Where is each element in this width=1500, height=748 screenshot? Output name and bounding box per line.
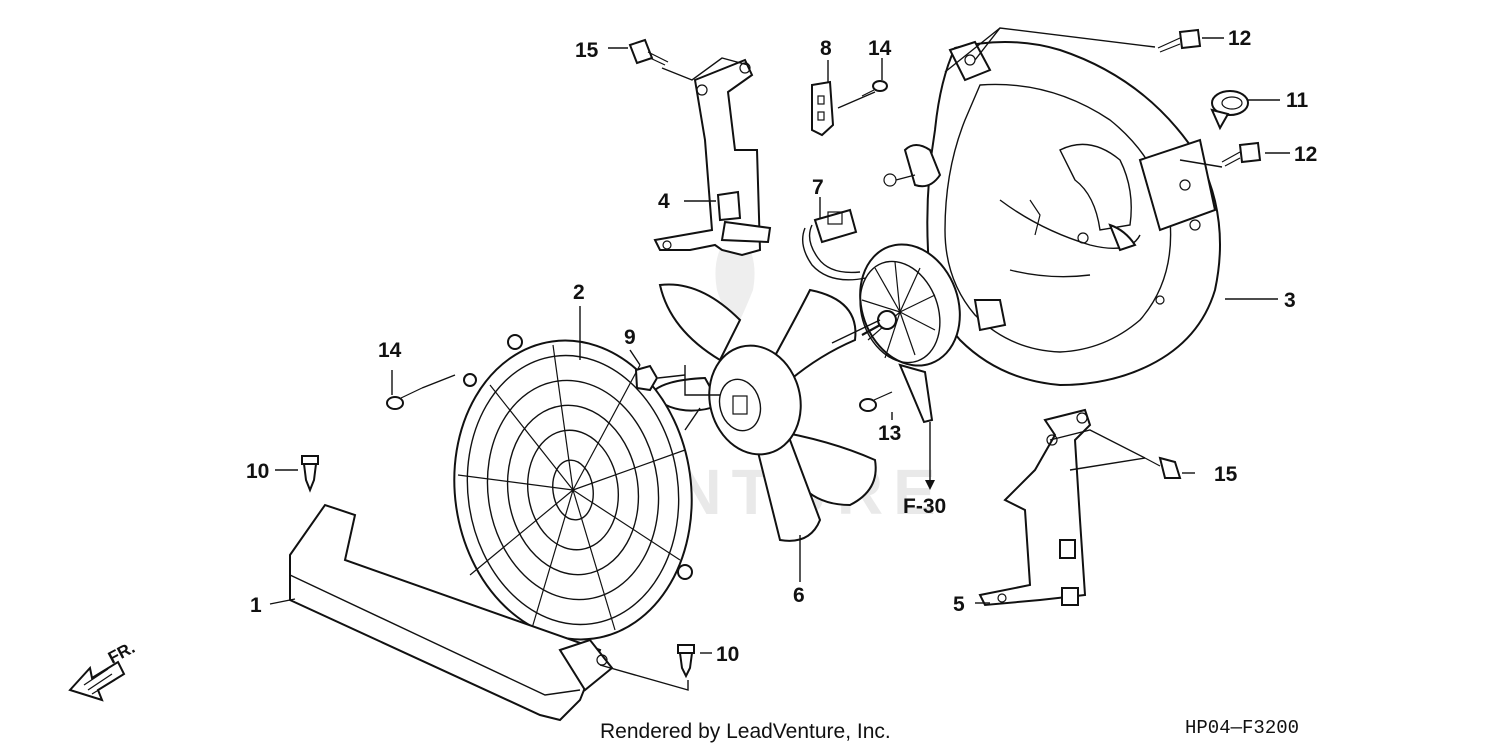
part-label-9: 9: [624, 326, 636, 349]
part-label-11: 11: [1286, 89, 1309, 112]
clip-10-lower: [677, 644, 695, 679]
bolt-12-top: [1157, 28, 1202, 53]
bolt-12-mid: [1221, 141, 1262, 167]
lower-bracket: [978, 408, 1092, 607]
part-label-2: 2: [573, 281, 585, 304]
lower-deflector: [289, 503, 614, 722]
part-label-6: 6: [793, 584, 805, 607]
nut-9: [634, 364, 659, 392]
part-label-10-lower: 10: [716, 643, 739, 666]
upper-bracket: [653, 58, 772, 257]
front-direction-label: FR.: [105, 638, 138, 668]
fan-motor: [802, 208, 961, 424]
screw-14-mid: [386, 387, 423, 410]
front-direction-arrow: FR.: [68, 638, 138, 702]
bolt-15-lower: [1144, 456, 1182, 479]
screw-14-top: [861, 80, 888, 97]
fan-blade: [648, 283, 877, 542]
part-label-5: 5: [953, 593, 965, 616]
leader-lines: [269, 27, 1290, 691]
screw-13: [859, 391, 893, 412]
fan-shroud: [883, 40, 1221, 387]
wire-clip: [811, 80, 835, 137]
part-label-13: 13: [878, 422, 901, 445]
part-label-1: 1: [250, 594, 262, 617]
part-label-15-top: 15: [575, 39, 599, 62]
part-label-4: 4: [658, 190, 670, 213]
fan-guard: [453, 334, 693, 647]
part-label-3: 3: [1284, 289, 1296, 312]
part-label-12-mid: 12: [1294, 143, 1317, 166]
diagram-code: HP04—F3200: [1185, 717, 1299, 739]
part-label-15-lower: 15: [1214, 463, 1238, 486]
reference-label-f30: F-30: [903, 495, 946, 518]
credit-text: Rendered by LeadVenture, Inc.: [600, 720, 891, 743]
clamp-11: [1210, 90, 1249, 131]
part-label-14-mid: 14: [378, 339, 402, 362]
part-label-10-upper: 10: [246, 460, 269, 483]
part-label-12-top: 12: [1228, 27, 1251, 50]
part-label-7: 7: [812, 176, 824, 199]
clip-10-upper: [301, 455, 319, 493]
part-label-14-top: 14: [868, 37, 892, 60]
bolt-15-top: [628, 38, 669, 66]
part-label-8: 8: [820, 37, 832, 60]
